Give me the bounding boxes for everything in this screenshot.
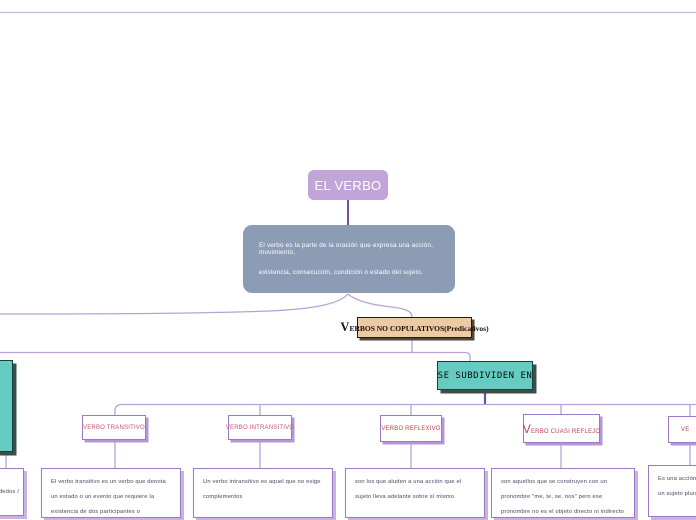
node-verbo-intransitivo[interactable]: VERBO INTRANSITIVO bbox=[225, 415, 295, 440]
description-line-2: un sujeto plural. bbox=[658, 490, 696, 497]
node-description-reflexivo[interactable]: son los que aluden a una acción que el s… bbox=[345, 468, 485, 518]
description-text: son aquellos que se construyen con un pr… bbox=[501, 479, 624, 515]
node-verbo-reflexivo[interactable]: VERBO REFLEXIVO bbox=[380, 415, 442, 442]
node-el-verbo[interactable]: EL VERBO bbox=[308, 170, 388, 200]
description-fragment: dedos / bbox=[0, 488, 19, 495]
node-left-teal-partial[interactable] bbox=[0, 360, 13, 452]
node-verbo-cuasi-reflejo[interactable]: VERBO CUASI REFLEJO bbox=[523, 414, 600, 443]
description-line-1: Es una acción mutua bbox=[658, 476, 696, 482]
node-category-cut-right[interactable]: VE bbox=[668, 416, 696, 443]
root-title: EL VERBO bbox=[314, 177, 382, 193]
node-description-cut-right[interactable]: Es una acción mutua un sujeto plural. bbox=[648, 465, 696, 517]
category-label: VERBO REFLEXIVO bbox=[381, 425, 441, 432]
subdivide-label: SE SUBDIVIDEN EN bbox=[437, 370, 533, 381]
connector-definition-left-branch bbox=[0, 293, 349, 315]
category-label: VERBO TRANSITIVO bbox=[83, 424, 145, 431]
connector-definition-tan bbox=[347, 293, 413, 318]
description-text: El verbo transitivo es un verbo que deno… bbox=[51, 479, 166, 515]
connector-bus-horizontal bbox=[114, 403, 696, 415]
category-label-fragment: VE bbox=[681, 426, 690, 433]
description-text: son los que aluden a una acción que el s… bbox=[355, 479, 462, 500]
definition-line-1: El verbo es la parte de la oración que e… bbox=[259, 242, 434, 256]
node-description-transitivo[interactable]: El verbo transitivo es un verbo que deno… bbox=[41, 468, 181, 518]
node-verbos-no-copulativos[interactable]: VERBOS NO COPULATIVOS(Predicativos) bbox=[340, 317, 489, 338]
node-se-subdividen[interactable]: SE SUBDIVIDEN EN bbox=[437, 361, 533, 390]
definition-line-2: existencia, consecución, condición o est… bbox=[259, 269, 423, 276]
node-verbo-transitivo[interactable]: VERBO TRANSITIVO bbox=[82, 415, 146, 440]
node-definition[interactable]: El verbo es la parte de la oración que e… bbox=[243, 225, 455, 293]
category-label: VERBO CUASI REFLEJO bbox=[522, 421, 601, 436]
node-description-intransitivo[interactable]: Un verbo intransitivo es aquel que no ex… bbox=[193, 468, 333, 518]
node-description-cuasi-reflejo[interactable]: son aquellos que se construyen con un pr… bbox=[491, 468, 635, 518]
branch-label: VERBOS NO COPULATIVOS(Predicativos) bbox=[340, 320, 489, 334]
category-label: VERBO INTRANSITIVO bbox=[225, 424, 295, 431]
description-text: Un verbo intransitivo es aquel que no ex… bbox=[203, 479, 321, 500]
node-description-cut-left[interactable]: dedos / bbox=[0, 468, 24, 516]
connector-junction-horizontal bbox=[0, 351, 471, 361]
